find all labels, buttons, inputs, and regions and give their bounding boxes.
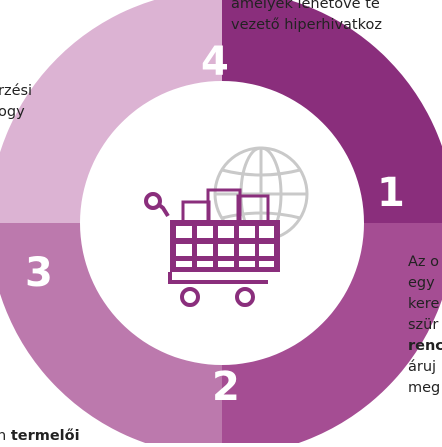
text-top-right-line1: amelyek lehetővé te — [231, 0, 380, 12]
text-top-right-line2: vezető hiperhivatkoz — [231, 17, 382, 33]
text-top-right: amelyek lehetővé te vezető hiperhivatkoz — [231, 0, 382, 36]
shopping-cart-icon — [144, 188, 280, 307]
text-bottom-left-bold: termelői — [10, 428, 80, 444]
text-left-top: rzési ogy — [0, 81, 32, 123]
text-right-line2: egy — [408, 275, 435, 291]
text-left-top-line2: ogy — [0, 104, 25, 120]
segment-number-1: 1 — [377, 170, 405, 216]
text-right-line1: Az o — [408, 254, 440, 270]
text-right-line3: kere — [408, 296, 440, 312]
segment-3 — [0, 223, 222, 443]
text-right-line5: renc — [408, 336, 442, 357]
segment-2 — [222, 223, 442, 443]
text-right-line5-bold: renc — [408, 338, 442, 354]
segment-number-2: 2 — [212, 364, 240, 410]
text-bottom-left: n termelői — [0, 426, 80, 447]
segment-number-4: 4 — [201, 39, 229, 85]
text-right-line7: meg — [408, 380, 441, 396]
text-right: Az o egy kere szür renc áruj meg — [408, 252, 442, 399]
text-right-line6: áruj — [408, 359, 437, 375]
segment-1 — [222, 0, 442, 223]
segment-4 — [0, 0, 222, 223]
text-left-top-line1: rzési — [0, 83, 33, 99]
text-right-line4: szür — [408, 317, 439, 333]
text-bottom-left-prefix: n — [0, 428, 7, 444]
segment-number-3: 3 — [25, 250, 53, 296]
